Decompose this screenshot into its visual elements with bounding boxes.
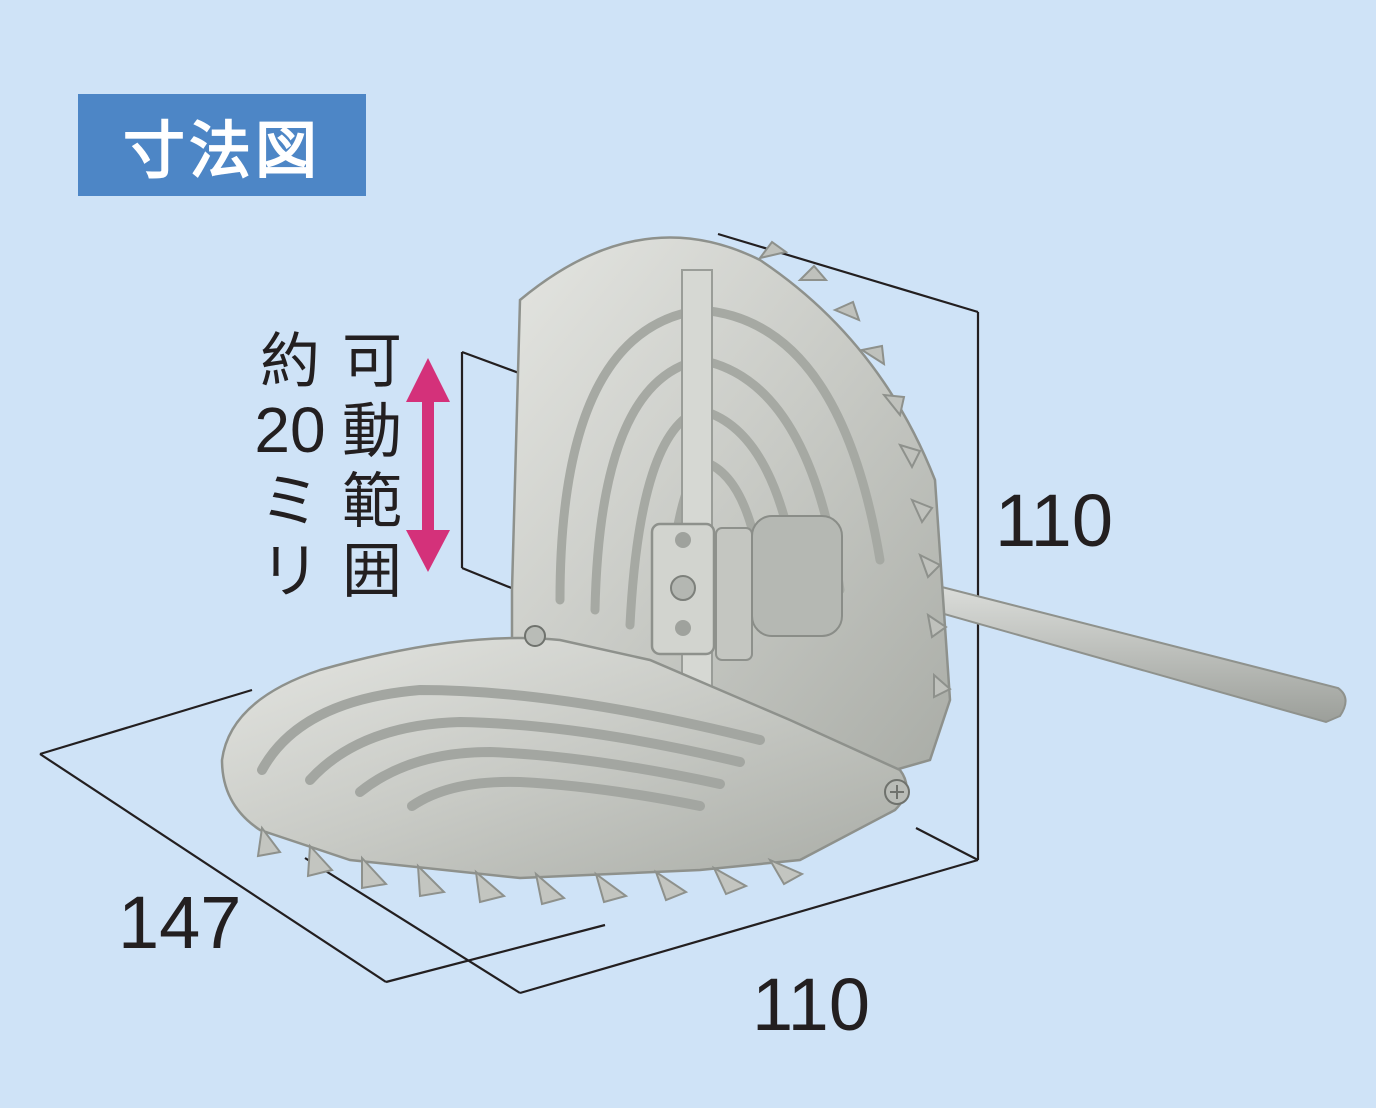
width-dimension-label: 110 — [752, 963, 870, 1046]
rod — [929, 582, 1347, 724]
range-line1-char: 可 — [342, 327, 402, 397]
range-line1-char: 動 — [342, 397, 402, 467]
title-badge: 寸法図 — [78, 94, 366, 196]
range-line1-char: 囲 — [342, 537, 402, 607]
range-line2-char: ミ — [260, 467, 320, 537]
double-arrow-icon — [406, 358, 450, 572]
range-line2-char: 約 — [260, 327, 320, 397]
height-dimension-label: 110 — [995, 479, 1113, 562]
range-line2-char: リ — [260, 537, 320, 607]
range-line2-char: 20 — [254, 394, 325, 466]
depth-dimension-label: 147 — [118, 881, 241, 964]
base-plate — [220, 625, 910, 906]
title-text: 寸法図 — [122, 114, 321, 187]
movable-range-text: 可 動 範 囲 約 20 ミ リ — [254, 327, 402, 607]
range-line1-char: 範 — [342, 467, 402, 537]
back-plate — [510, 236, 952, 782]
